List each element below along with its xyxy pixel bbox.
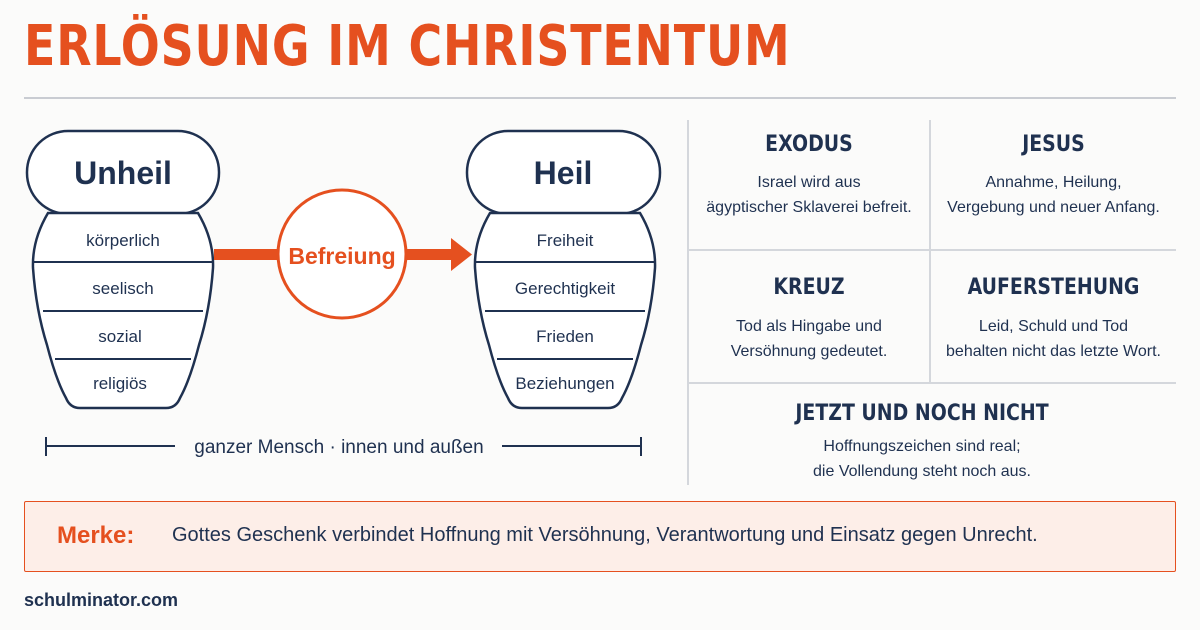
befreiung-label: Befreiung [288, 243, 395, 269]
heil-item: Beziehungen [515, 374, 614, 393]
cell-text-kreuz: Tod als Hingabe und Versöhnung gedeutet. [689, 314, 929, 364]
heil-item: Freiheit [537, 231, 594, 250]
heil-title: Heil [534, 155, 593, 191]
grid-line [689, 382, 1176, 384]
unheil-item: sozial [98, 327, 141, 346]
cell-line: Tod als Hingabe und [736, 318, 882, 335]
cell-line: die Vollendung steht noch aus. [813, 463, 1031, 480]
befreiung-circle [276, 188, 408, 320]
unheil-title: Unheil [74, 155, 172, 191]
cell-line: Annahme, Heilung, [985, 174, 1122, 191]
cell-title-jesus: JESUS [1022, 132, 1085, 157]
page-title: ERLÖSUNG IM CHRISTENTUM [24, 14, 791, 79]
heil-item: Frieden [536, 327, 594, 346]
cell-title-kreuz: KREUZ [773, 275, 845, 300]
cell-text-jesus: Annahme, Heilung, Vergebung und neuer An… [931, 170, 1176, 220]
cell-line: ägyptischer Sklaverei befreit. [706, 199, 912, 216]
cell-line: behalten nicht das letzte Wort. [946, 343, 1161, 360]
cell-text-auferstehung: Leid, Schuld und Tod behalten nicht das … [931, 314, 1176, 364]
cell-line: Hoffnungszeichen sind real; [823, 438, 1021, 455]
cell-line: Vergebung und neuer Anfang. [947, 199, 1160, 216]
arrow-head-icon [451, 238, 472, 271]
grid-line [929, 120, 931, 382]
cell-title-jetzt: JETZT UND NOCH NICHT [795, 401, 1049, 426]
salvation-diagram: Unheil körperlich seelisch sozial religi… [25, 129, 662, 458]
unheil-item: seelisch [92, 279, 153, 298]
footer-link[interactable]: schulminator.com [24, 590, 179, 610]
heil-item: Gerechtigkeit [515, 279, 615, 298]
grid-line [689, 249, 1176, 251]
unheil-item: religiös [93, 374, 147, 393]
cell-line: Israel wird aus [757, 174, 861, 191]
cell-text-jetzt: Hoffnungszeichen sind real; die Vollendu… [689, 434, 1155, 484]
merke-text: Gottes Geschenk verbindet Hoffnung mit V… [172, 524, 1038, 546]
title-divider [24, 97, 1176, 99]
cell-line: Leid, Schuld und Tod [978, 318, 1129, 335]
cell-text-exodus: Israel wird aus ägyptischer Sklaverei be… [689, 170, 929, 220]
grid-line [687, 120, 689, 485]
cell-title-exodus: EXODUS [765, 132, 853, 157]
merke-box: Merke: Gottes Geschenk verbindet Hoffnun… [24, 501, 1176, 572]
merke-label: Merke: [57, 522, 135, 549]
arrow-shaft-right [405, 249, 453, 260]
scale-caption: ganzer Mensch · innen und außen [194, 437, 483, 458]
cell-line: Versöhnung gedeutet. [730, 343, 888, 360]
cell-title-auferstehung: AUFERSTEHUNG [967, 275, 1140, 300]
arrow-shaft-left [214, 249, 278, 260]
unheil-item: körperlich [86, 231, 160, 250]
